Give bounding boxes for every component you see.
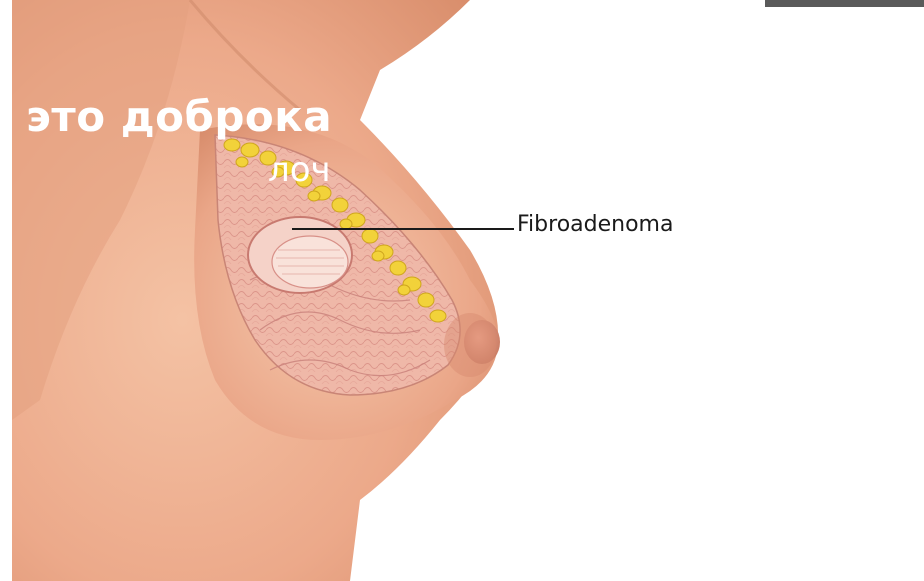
overlay-caption-line-1: это доброка (26, 92, 332, 141)
overlay-caption-line-2: лоч (268, 150, 331, 190)
fibroadenoma-label: Fibroadenoma (517, 212, 673, 237)
corner-mark (765, 0, 924, 7)
areola (444, 313, 496, 377)
